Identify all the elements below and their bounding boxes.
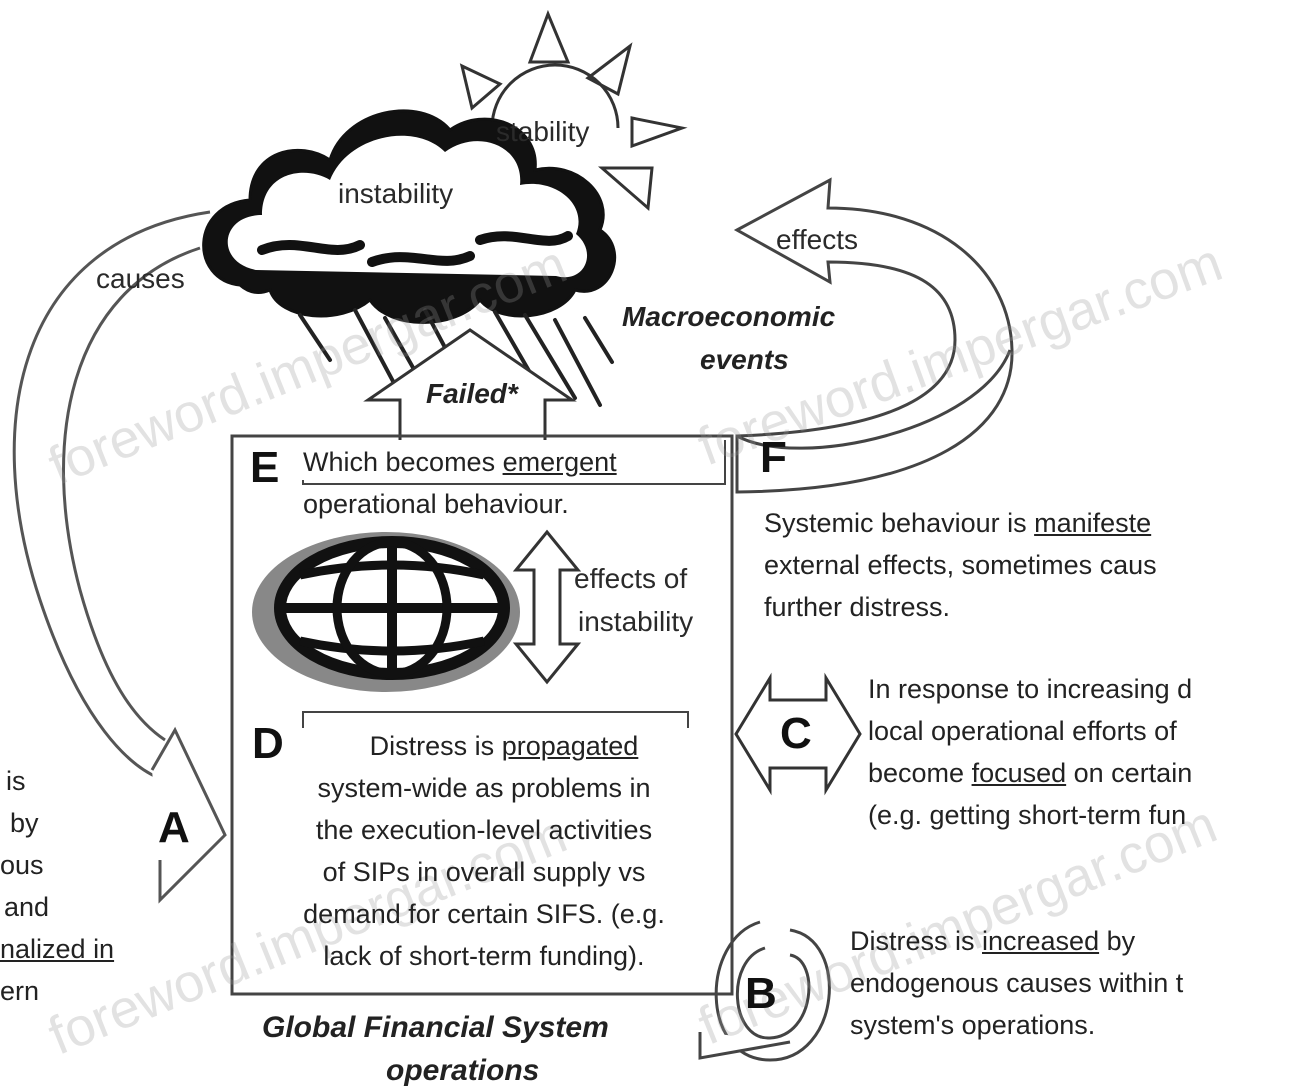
sun-icon [459, 9, 688, 212]
marker-E: E [250, 443, 280, 492]
box-b-text: Distress is increased by endogenous caus… [850, 926, 1184, 1040]
box-e-text: Which becomes emergent operational behav… [303, 447, 617, 519]
d-bracket [302, 711, 689, 728]
box-a-text: is by ous and nalized in ern [0, 766, 115, 1006]
globe-icon [252, 532, 520, 692]
causes-label: causes [96, 263, 185, 294]
failed-label: Failed* [426, 378, 518, 409]
storm-cloud-icon [202, 109, 617, 324]
marker-F: F [760, 433, 787, 482]
double-arrow-vertical [512, 529, 582, 685]
marker-A: A [158, 803, 190, 852]
effects-of-label-line2: instability [578, 606, 694, 637]
macro-label-line2: events [700, 344, 789, 375]
macro-label-line1: Macroeconomic [622, 301, 836, 332]
instability-label: instability [338, 178, 454, 209]
effects-label: effects [776, 224, 858, 255]
box-f-text: Systemic behaviour is manifeste external… [764, 508, 1157, 622]
marker-C: C [780, 709, 812, 758]
box-d-text: Distress is propagated system-wide as pr… [303, 731, 665, 971]
box-c-text: In response to increasing d local operat… [868, 674, 1193, 830]
b-arrow [698, 920, 831, 1062]
gfs-label-line1: Global Financial System [262, 1011, 609, 1044]
marker-B: B [745, 969, 777, 1018]
marker-D: D [252, 719, 284, 768]
gfs-box [230, 434, 734, 996]
stability-label: stability [496, 116, 590, 147]
a-arrow [12, 210, 227, 904]
f-arrow [733, 177, 1014, 494]
failed-arrow [363, 328, 577, 440]
gfs-label-line2: operations [386, 1054, 540, 1087]
c-arrow [734, 672, 862, 796]
effects-of-label-line1: effects of [574, 563, 688, 594]
